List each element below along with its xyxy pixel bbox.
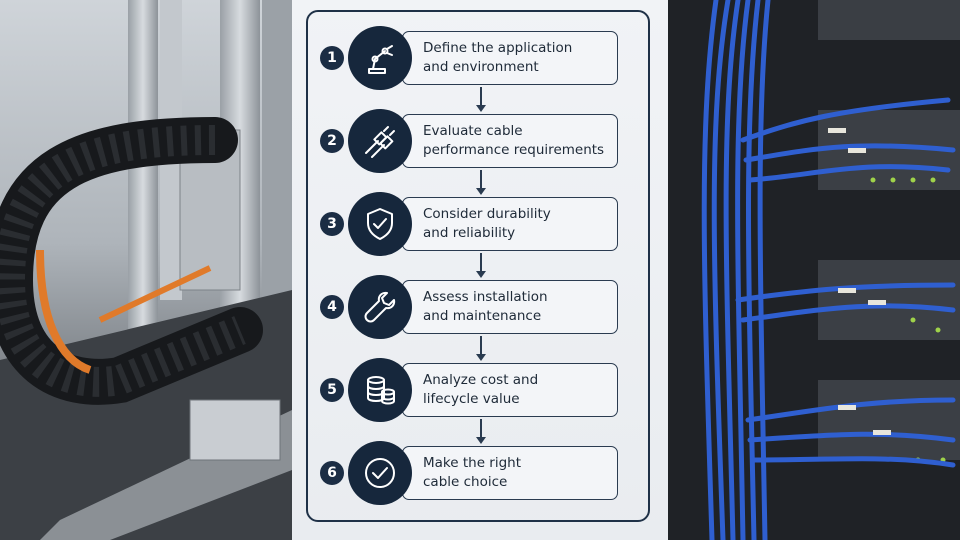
step-2: 2 Evaluate cable performance requirement… (320, 109, 620, 173)
step-number-badge: 6 (320, 461, 344, 485)
connector-arrow (476, 87, 486, 112)
step-1: 1 Define the application and environment (320, 26, 620, 90)
step-4: 4 Assess installation and maintenance (320, 275, 620, 339)
step-title-line1: Define the application (423, 40, 573, 56)
step-text-box: Evaluate cable performance requirements (402, 114, 618, 168)
connector-arrow (476, 253, 486, 278)
step-title-line1: Consider durability (423, 206, 551, 222)
cable-connector-icon (348, 109, 412, 173)
coin-stack-icon (348, 358, 412, 422)
step-number-badge: 5 (320, 378, 344, 402)
industrial-machine-illustration (0, 0, 292, 540)
step-title-line1: Assess installation (423, 289, 548, 305)
step-title-line2: lifecycle value (423, 391, 520, 407)
wrench-icon (348, 275, 412, 339)
step-title-line1: Analyze cost and (423, 372, 539, 388)
step-title-line2: performance requirements (423, 142, 605, 158)
steps-frame (306, 10, 650, 522)
step-title-line1: Evaluate cable (423, 123, 523, 139)
network-cables-illustration (668, 0, 960, 540)
connector-arrow (476, 336, 486, 361)
industrial-machine-photo (0, 0, 292, 540)
step-number-badge: 3 (320, 212, 344, 236)
step-text-box: Analyze cost and lifecycle value (402, 363, 618, 417)
step-title-line1: Make the right (423, 455, 522, 471)
step-title-line2: and environment (423, 59, 539, 75)
step-5: 5 Analyze cost and lifecycle value (320, 358, 620, 422)
step-number-badge: 2 (320, 129, 344, 153)
step-text-box: Assess installation and maintenance (402, 280, 618, 334)
server-rack-photo (668, 0, 960, 540)
robot-arm-icon (348, 26, 412, 90)
decision-steps-panel: 1 Define the application and environment… (292, 0, 668, 540)
step-text-box: Define the application and environment (402, 31, 618, 85)
check-circle-icon (348, 441, 412, 505)
step-text-box: Make the right cable choice (402, 446, 618, 500)
step-3: 3 Consider durability and reliability (320, 192, 620, 256)
shield-check-icon (348, 192, 412, 256)
connector-arrow (476, 419, 486, 444)
step-title-line2: and maintenance (423, 308, 542, 324)
step-number-badge: 1 (320, 46, 344, 70)
step-6: 6 Make the right cable choice (320, 441, 620, 505)
step-text-box: Consider durability and reliability (402, 197, 618, 251)
step-title-line2: and reliability (423, 225, 516, 241)
connector-arrow (476, 170, 486, 195)
step-title-line2: cable choice (423, 474, 508, 490)
step-number-badge: 4 (320, 295, 344, 319)
